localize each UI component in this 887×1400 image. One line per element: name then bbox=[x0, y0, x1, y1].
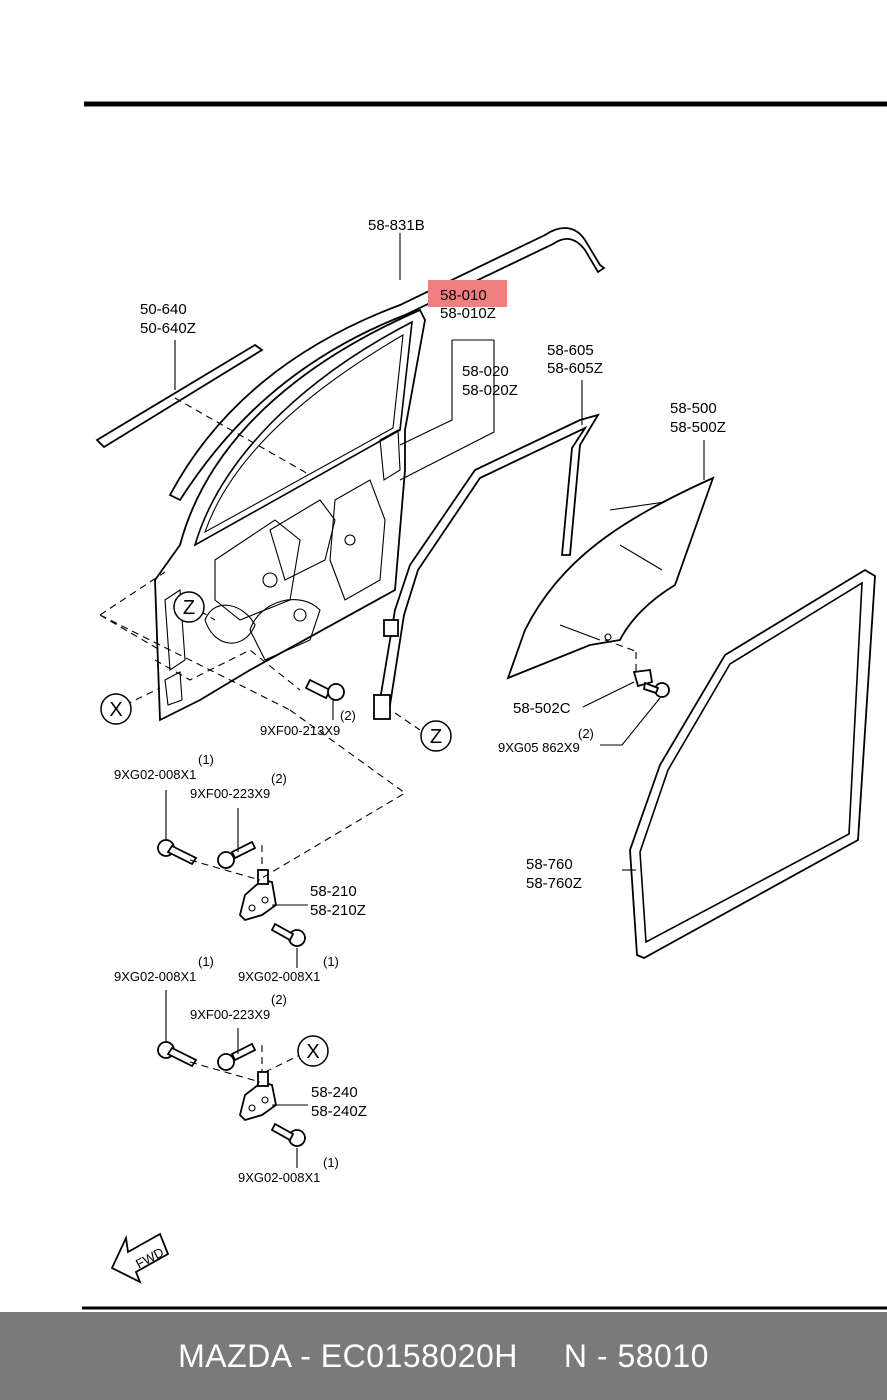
label-58-605Z: 58-605Z bbox=[547, 360, 603, 377]
label-9XG02-008X1-b: 9XG02-008X1 bbox=[238, 969, 320, 984]
label-50-640Z: 50-640Z bbox=[140, 320, 196, 337]
door-molding-58-831B bbox=[168, 227, 606, 502]
svg-text:Z: Z bbox=[430, 726, 442, 748]
ref-circle-z-upper: Z bbox=[173, 591, 205, 623]
label-9XF00-223X9-a: 9XF00-223X9 bbox=[190, 786, 270, 801]
door-glass-58-500 bbox=[506, 476, 715, 680]
label-qty-9XF00-223X9-b: (2) bbox=[271, 992, 287, 1007]
label-58-502C: 58-502C bbox=[513, 700, 571, 717]
label-58-500: 58-500 bbox=[670, 400, 717, 417]
outer-molding-50-640 bbox=[95, 343, 264, 449]
label-9XF00-213X9: 9XF00-213X9 bbox=[260, 723, 340, 738]
label-58-010Z: 58-010Z bbox=[440, 305, 496, 322]
label-58-020: 58-020 bbox=[462, 363, 509, 380]
label-58-020Z: 58-020Z bbox=[462, 382, 518, 399]
highlight-58-010 bbox=[428, 280, 507, 307]
footer-bar: MAZDA - EC0158020H N - 58010 bbox=[0, 1312, 887, 1400]
label-qty-9XF00-213X9: (2) bbox=[340, 708, 356, 723]
label-qty-9XF00-223X9-a: (2) bbox=[271, 771, 287, 786]
label-58-240: 58-240 bbox=[311, 1084, 358, 1101]
footer-part-number: MAZDA - EC0158020H bbox=[178, 1337, 518, 1374]
part-labels: 58-831B 58-010 58-010Z 50-640 50-640Z 58… bbox=[114, 217, 726, 1185]
label-9XG02-008X1-a: 9XG02-008X1 bbox=[114, 767, 196, 782]
label-qty-9XG05: (2) bbox=[578, 726, 594, 741]
label-qty-9XG02-a: (1) bbox=[198, 752, 214, 767]
ref-circle-z-right: Z bbox=[420, 720, 452, 752]
leader-lines bbox=[165, 233, 705, 1168]
door-shell-58-010 bbox=[154, 308, 426, 722]
fwd-arrow-icon: FWD bbox=[110, 1232, 170, 1284]
label-58-010: 58-010 bbox=[440, 287, 487, 304]
svg-text:X: X bbox=[306, 1041, 319, 1063]
label-58-831B: 58-831B bbox=[368, 217, 425, 234]
svg-text:Z: Z bbox=[183, 597, 195, 619]
label-58-760Z: 58-760Z bbox=[526, 875, 582, 892]
label-qty-9XG02-c: (1) bbox=[198, 954, 214, 969]
label-9XG02-008X1-d: 9XG02-008X1 bbox=[238, 1170, 320, 1185]
label-9XF00-223X9-b: 9XF00-223X9 bbox=[190, 1007, 270, 1022]
label-9XG02-008X1-c: 9XG02-008X1 bbox=[114, 969, 196, 984]
label-58-760: 58-760 bbox=[526, 856, 573, 873]
label-qty-9XG02-d: (1) bbox=[323, 1155, 339, 1170]
label-50-640: 50-640 bbox=[140, 301, 187, 318]
label-58-605: 58-605 bbox=[547, 342, 594, 359]
lower-hinge-58-240 bbox=[239, 1071, 277, 1122]
ref-circle-x-left: X bbox=[100, 693, 132, 725]
label-58-210Z: 58-210Z bbox=[310, 902, 366, 919]
bolt-icons bbox=[157, 668, 670, 1147]
ref-circle-x-lower: X bbox=[297, 1035, 329, 1067]
weatherstrip-58-760 bbox=[629, 568, 876, 960]
label-58-500Z: 58-500Z bbox=[670, 419, 726, 436]
label-58-210: 58-210 bbox=[310, 883, 357, 900]
label-58-240Z: 58-240Z bbox=[311, 1103, 367, 1120]
upper-hinge-58-210 bbox=[239, 869, 277, 922]
label-qty-9XG02-b: (1) bbox=[323, 954, 339, 969]
svg-text:X: X bbox=[109, 699, 122, 721]
footer-reference-number: N - 58010 bbox=[563, 1337, 709, 1374]
run-channel-58-605 bbox=[373, 413, 600, 720]
label-9XG05-862X9: 9XG05 862X9 bbox=[498, 740, 580, 755]
